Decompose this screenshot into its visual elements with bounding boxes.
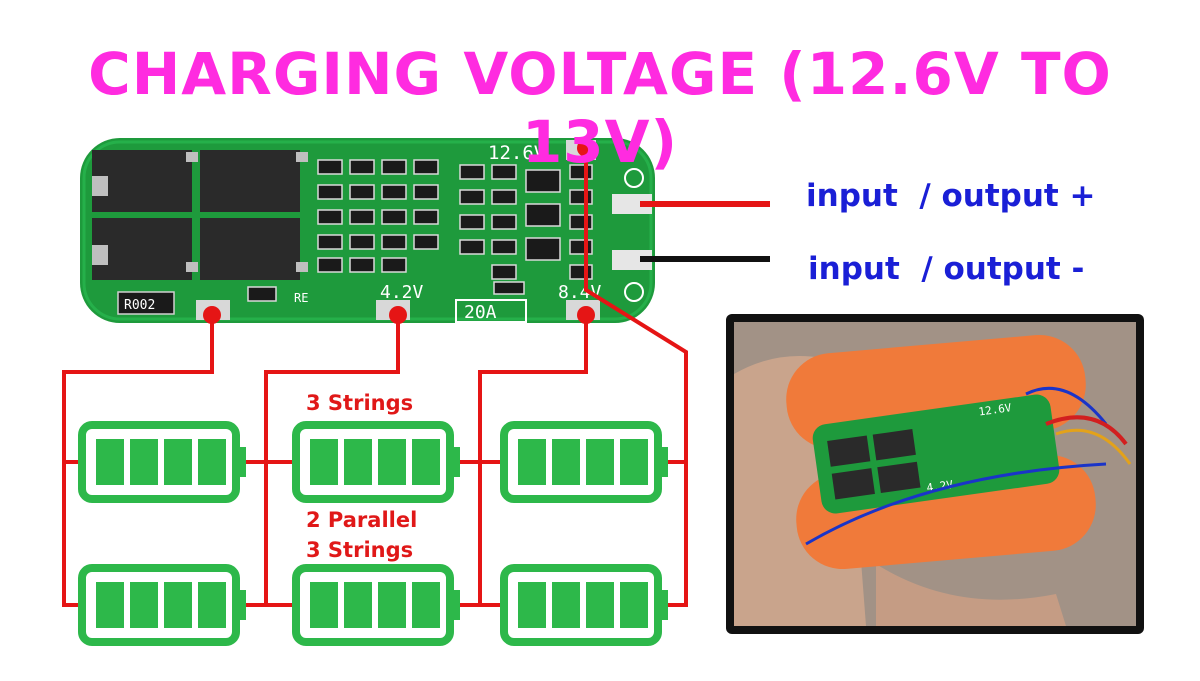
strings-note: 3 Strings [306,391,414,415]
board-label-re: RE [294,291,308,305]
minus-marker-icon [624,282,644,302]
battery-icon [78,564,246,646]
battery-icon [500,421,668,503]
series-parallel-wiring [62,148,688,607]
pad-minus [612,250,652,270]
photo-bms-board [812,394,1060,514]
battery-icon [78,421,246,503]
shunt-resistor [117,291,175,315]
connection-dots [203,139,595,324]
mosfet-group [92,150,308,280]
parallel-note-line2: 3 Strings [306,538,414,562]
battery-icon [292,564,460,646]
bms-board: 12.6V 4.2V 8.4V 20A R002 RE [80,138,655,323]
terminal-plus-label: input / output + [806,178,1096,214]
photo-illustration: 12.6V 4.2V [734,322,1136,626]
plus-marker-icon [624,168,644,188]
page-title: CHARGING VOLTAGE (12.6V TO 13V) [88,40,1112,176]
photo-red-wire [1045,415,1128,446]
parallel-note: 2 Parallel 3 Strings [306,505,417,565]
board-label-12v6: 12.6V [488,142,545,164]
terminal-minus-label: input / output - [808,251,1085,287]
battery-array [78,421,668,646]
photo-board-label-12v6: 12.6V [978,401,1013,419]
board-label-20a: 20A [464,302,497,323]
board-label-8v4: 8.4V [558,282,602,303]
board-label-r002: R002 [124,298,155,313]
photo-blue-wire [805,462,1107,546]
battery-icon [292,421,460,503]
battery-pack-photo: 12.6V 4.2V [726,314,1144,634]
board-label-4v2: 4.2V [380,282,424,303]
battery-icon [500,564,668,646]
parallel-note-line1: 2 Parallel [306,508,418,532]
pad-plus [612,194,652,214]
current-label-box [455,299,527,323]
